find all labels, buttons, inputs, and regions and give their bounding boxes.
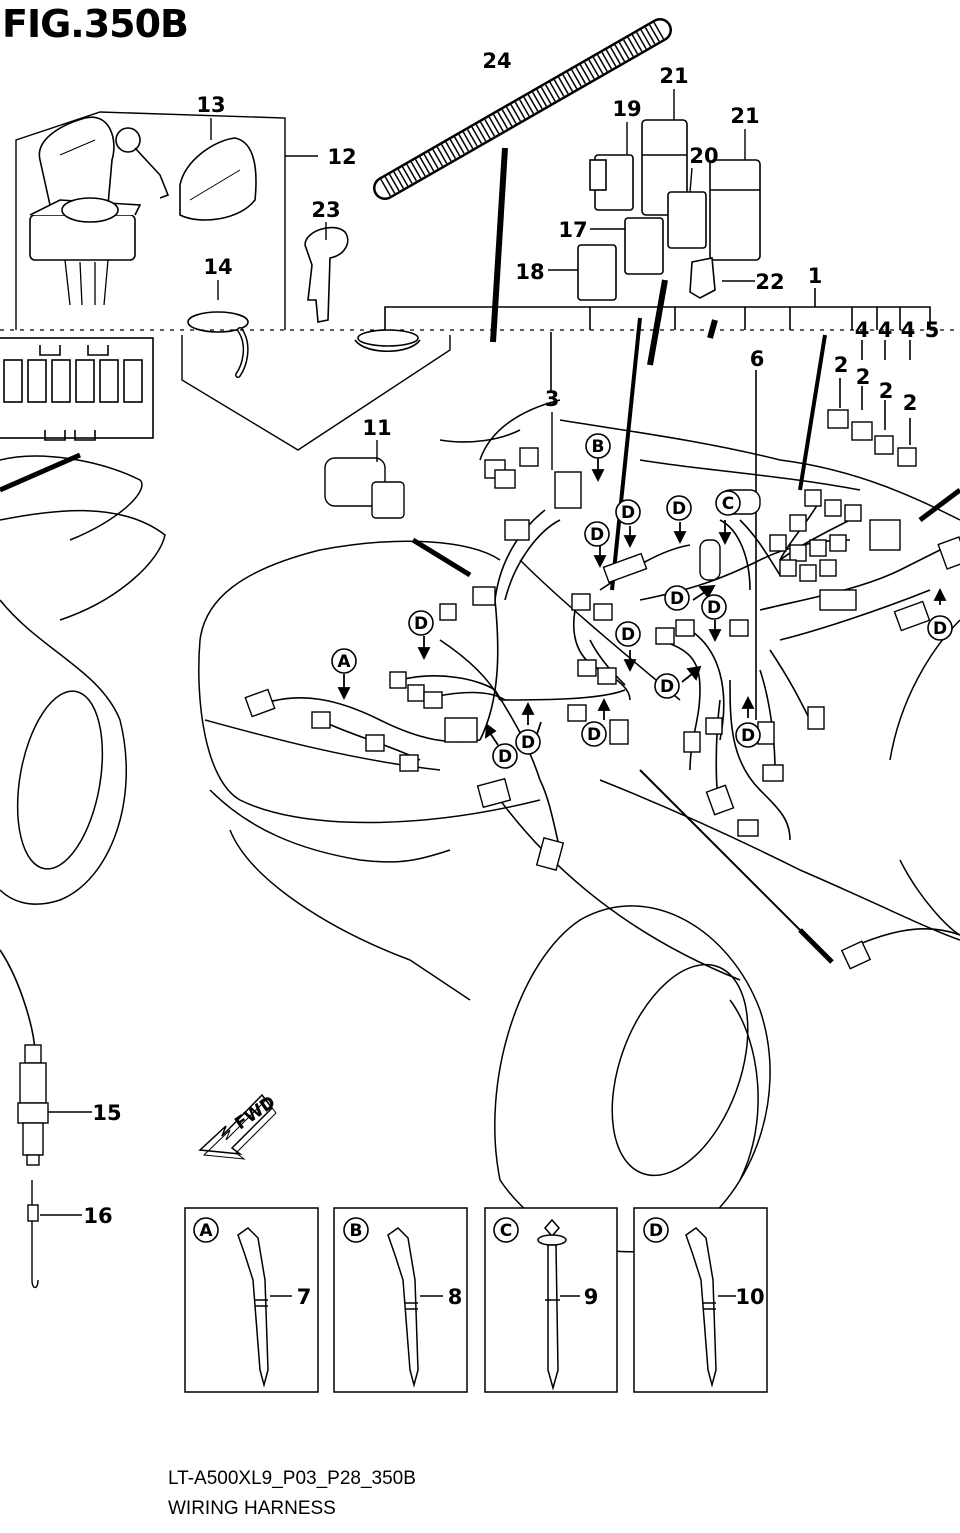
figure-name: WIRING HARNESS	[168, 1498, 336, 1519]
reference-arrows	[337, 458, 947, 746]
grommet-bracket-group	[181, 311, 451, 451]
callout-15: 15	[92, 1101, 121, 1125]
callout-leaders	[210, 89, 746, 470]
callout-4: 4	[901, 318, 916, 342]
callout-5: 5	[925, 318, 940, 342]
ref-letter-d: D	[414, 614, 428, 634]
callout-20: 20	[689, 144, 718, 168]
reference-marker-letters: A B C D D D D D D D D D D D D D A B C D	[199, 437, 947, 1241]
relay-group	[548, 119, 761, 301]
ref-letter-d: D	[498, 747, 512, 767]
callout-2: 2	[834, 353, 849, 377]
callout-23: 23	[311, 198, 340, 222]
callout-4: 4	[878, 318, 893, 342]
callout-11: 11	[362, 416, 391, 440]
callout-6: 6	[750, 347, 765, 371]
ref-letter-d: D	[621, 625, 635, 645]
callout-12: 12	[327, 145, 356, 169]
callout-2: 2	[879, 379, 894, 403]
callout-24: 24	[482, 49, 511, 73]
reference-markers	[193, 433, 953, 1243]
ref-letter-d: D	[521, 733, 535, 753]
ref-letter-a: A	[337, 652, 351, 672]
ref-letter-b: B	[592, 437, 605, 457]
callout-14: 14	[203, 255, 232, 279]
spare-key	[304, 226, 349, 323]
ref-letter-d: D	[672, 499, 686, 519]
figure-title: FIG.350B	[2, 2, 189, 46]
ref-letter-d: D	[587, 725, 601, 745]
callout-22: 22	[755, 270, 784, 294]
ref-letter-d: D	[933, 619, 947, 639]
callout-13: 13	[196, 93, 225, 117]
ref-letter-d: D	[707, 598, 721, 618]
callout-2: 2	[903, 391, 918, 415]
fwd-arrow: FWD	[198, 1092, 279, 1160]
callout-18: 18	[515, 260, 544, 284]
ref-letter-d: D	[670, 589, 684, 609]
callout-21: 21	[730, 104, 759, 128]
ref-letter-d: D	[621, 503, 635, 523]
figure-code: LT-A500XL9_P03_P28_350B	[168, 1468, 416, 1489]
callout-19: 19	[612, 97, 641, 121]
callout-21: 21	[659, 64, 688, 88]
ref-letter-c: C	[722, 494, 734, 514]
callout-7: 7	[297, 1285, 312, 1309]
ignition-switch-group	[0, 111, 318, 441]
callout-10: 10	[735, 1285, 764, 1309]
ref-letter-d: D	[660, 677, 674, 697]
callout-8: 8	[448, 1285, 463, 1309]
callout-3: 3	[545, 387, 560, 411]
callout-2: 2	[856, 365, 871, 389]
atv-body-outline	[0, 419, 960, 1253]
callout-16: 16	[83, 1204, 112, 1228]
callout-4: 4	[855, 318, 870, 342]
detail-letter-d: D	[649, 1221, 663, 1241]
callout-9: 9	[584, 1285, 599, 1309]
detail-letter-a: A	[199, 1221, 213, 1241]
detail-letter-c: C	[500, 1221, 512, 1241]
fwd-label: FWD	[231, 1092, 279, 1134]
callout-numbers: 24 21 19 21 20 17 18 22 1 13 12 23 14 11…	[83, 49, 939, 1309]
callout-17: 17	[558, 218, 587, 242]
detail-boxes	[184, 1207, 768, 1393]
connectors	[244, 409, 960, 970]
callout-1: 1	[808, 264, 823, 288]
detail-letter-b: B	[350, 1221, 363, 1241]
ref-letter-d: D	[741, 726, 755, 746]
ref-letter-d: D	[590, 525, 604, 545]
spark-plug-assembly	[17, 1044, 92, 1289]
leader-lines	[0, 147, 960, 964]
corrugated-tube	[373, 18, 672, 200]
